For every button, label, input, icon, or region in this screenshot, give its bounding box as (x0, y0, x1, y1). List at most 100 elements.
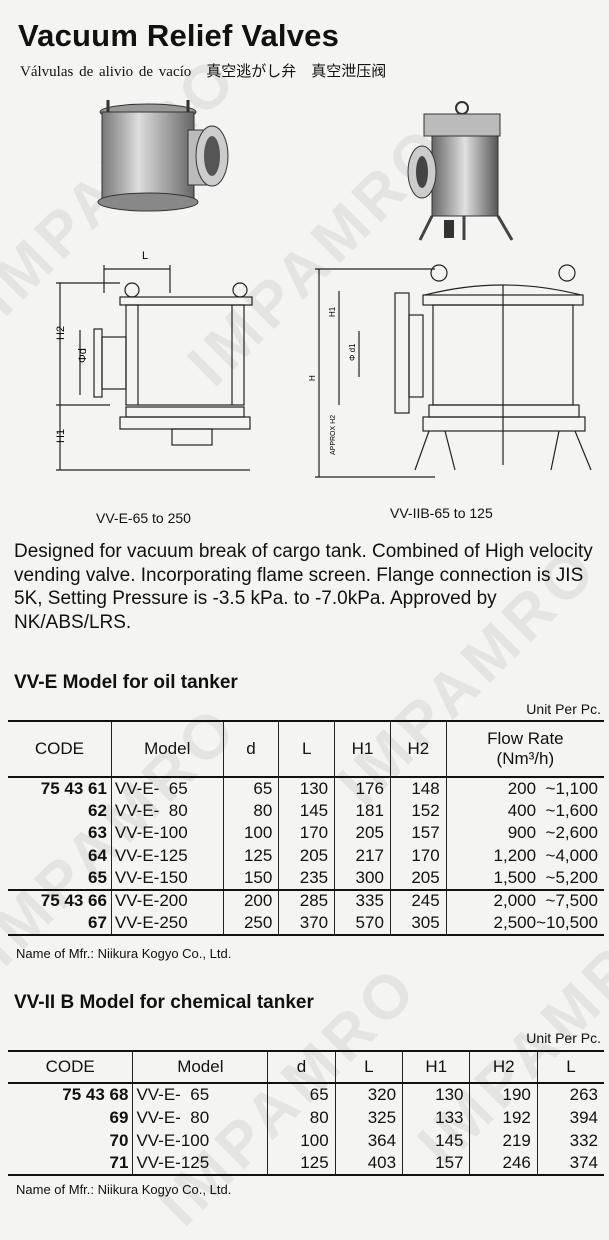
table-cell: 157 (389, 822, 447, 845)
table-cell: 246 (469, 1152, 538, 1176)
table-cell: 65 (222, 777, 279, 800)
cell-code: 63 (88, 823, 107, 843)
table-cell: 145 (402, 1129, 470, 1152)
cell-code: 70 (109, 1130, 129, 1150)
cell-code: 69 (109, 1107, 129, 1127)
table-cell: 150 (222, 867, 279, 891)
dim-label-d1: Φ d1 (348, 343, 357, 361)
col-header: H1 (334, 720, 391, 778)
table-cell: 200 (222, 889, 279, 912)
caption-right: VV-IIB-65 to 125 (390, 505, 493, 521)
table-cell: 300 (334, 867, 391, 891)
table-cell: 205 (334, 822, 391, 845)
dim-label-l: L (142, 250, 148, 262)
table-cell: 370 (278, 912, 335, 936)
table-cell: 1,500 ~5,200 (445, 867, 604, 891)
table-cell: 250 (222, 912, 279, 936)
page-title: Vacuum Relief Valves (18, 18, 340, 53)
table1-title: VV-E Model for oil tanker (14, 672, 238, 693)
table2-manufacturer: Name of Mfr.: Niikura Kogyo Co., Ltd. (16, 1182, 232, 1197)
cell-code: 62 (88, 800, 107, 820)
table-cell: 145 (278, 799, 335, 822)
table-cell: 100 (267, 1129, 336, 1152)
cell-code: 75 43 66 (40, 891, 107, 911)
table-vv-e: CODE Model d L H1 H2 Flow Rate (Nm³/h) 7… (8, 720, 604, 936)
table-cell: 181 (334, 799, 391, 822)
table-cell: 125 (222, 844, 279, 867)
col-header: CODE (8, 720, 112, 778)
col-header: L (536, 1050, 604, 1084)
table-cell: 80 (267, 1106, 336, 1129)
dim-label-h: H (308, 375, 317, 381)
dim-label-d: Φd (77, 348, 89, 363)
cell-model: VV-E-250 (110, 912, 224, 936)
cell-code: 64 (88, 845, 107, 865)
table-cell: 305 (389, 912, 447, 936)
table-cell: 900 ~2,600 (445, 822, 604, 845)
col-header: Flow Rate (Nm³/h) (445, 720, 604, 778)
table-cell: 130 (278, 777, 335, 800)
table-cell: 332 (536, 1129, 604, 1152)
table-cell: 190 (469, 1083, 538, 1106)
col-header: H2 (389, 720, 447, 778)
table-cell: 235 (278, 867, 335, 891)
table2-unit: Unit Per Pc. (526, 1030, 601, 1046)
cell-code: 65 (8, 867, 112, 891)
dim-label-h1: H1 (55, 429, 67, 443)
table-cell: 157 (402, 1152, 470, 1176)
valve-photo-right (407, 101, 514, 241)
cell-model: VV-E-125 (132, 1152, 268, 1176)
drawing-vv-iib: H1 H APPROX H2 Φ d1 (308, 264, 592, 478)
table-cell: 65 (267, 1083, 336, 1106)
col-header: Model (110, 720, 224, 778)
table-cell: 2,500~10,500 (445, 912, 604, 936)
table-cell: 205 (389, 867, 447, 891)
caption-left: VV-E-65 to 250 (96, 510, 191, 526)
cell-code: 71 (8, 1152, 133, 1176)
col-header: H1 (402, 1050, 470, 1084)
col-header: L (334, 1050, 403, 1084)
description: Designed for vacuum break of cargo tank.… (14, 541, 593, 633)
cell-model: VV-E-150 (110, 867, 224, 891)
table-cell: 325 (334, 1106, 403, 1129)
table-cell: 2,000 ~7,500 (445, 889, 604, 912)
dim-label-h2: H2 (55, 326, 67, 340)
table-cell: 400 ~1,600 (445, 799, 604, 822)
dim-label-approx-h2: APPROX H2 (330, 415, 337, 455)
table-cell: 205 (278, 844, 335, 867)
page-subtitle: Válvulas de alivio de vacío 真空逃がし弁 真空泄压阀 (20, 64, 387, 80)
cell-model: VV-E-100 (110, 822, 224, 845)
table-cell: 133 (402, 1106, 470, 1129)
drawing-vv-e: L H2 H1 Φd (55, 250, 253, 471)
table-cell: 176 (334, 777, 391, 800)
table-cell: 394 (536, 1106, 604, 1129)
table-cell: 320 (334, 1083, 403, 1106)
table-cell: 285 (278, 889, 335, 912)
table-cell: 152 (389, 799, 447, 822)
table-cell: 374 (536, 1152, 604, 1176)
col-header: Model (132, 1050, 268, 1084)
table-cell: 148 (389, 777, 447, 800)
table-cell: 125 (267, 1152, 336, 1176)
table1-manufacturer: Name of Mfr.: Niikura Kogyo Co., Ltd. (16, 946, 232, 961)
col-header: d (222, 720, 279, 778)
cell-code: 75 43 61 (40, 778, 107, 798)
cell-model: VV-E- 65 (132, 1083, 268, 1106)
cell-model: VV-E-200 (110, 889, 224, 912)
cell-model: VV-E-125 (110, 844, 224, 867)
table-cell: 263 (536, 1083, 604, 1106)
table-cell: 570 (334, 912, 391, 936)
table-cell: 245 (389, 889, 447, 912)
table-cell: 217 (334, 844, 391, 867)
table-cell: 170 (389, 844, 447, 867)
